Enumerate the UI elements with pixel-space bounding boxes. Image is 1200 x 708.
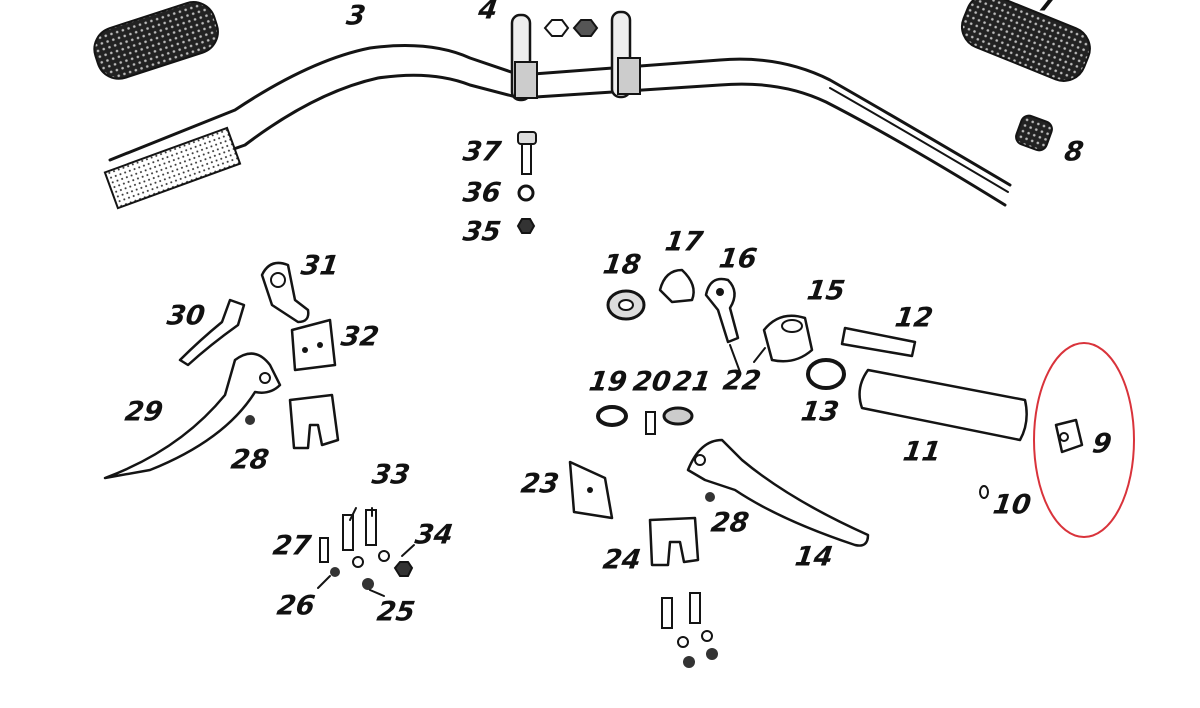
callout-24: 24 (601, 544, 643, 576)
washers-19-21 (596, 405, 694, 435)
callout-12: 12 (893, 302, 935, 334)
callout-21: 21 (671, 366, 713, 398)
callout-25: 25 (375, 596, 417, 628)
callout-7: 7 (1036, 0, 1060, 18)
handlebar (103, 44, 1012, 210)
callout-33: 33 (370, 459, 412, 491)
callout-8: 8 (1062, 136, 1086, 168)
right-switch-assembly (606, 268, 814, 363)
clamp-studs (510, 10, 641, 102)
callout-30: 30 (165, 300, 207, 332)
callout-29: 29 (123, 396, 165, 428)
callout-26: 26 (275, 590, 317, 622)
callout-34: 34 (413, 519, 455, 551)
leader-lines (317, 344, 766, 597)
rubber-ring (806, 358, 846, 390)
left-fasteners (319, 509, 414, 590)
right-lever-assembly (568, 438, 870, 567)
left-lever-assembly (103, 261, 340, 480)
callout-37: 37 (461, 136, 503, 168)
left-grip (93, 1, 219, 80)
callout-28a: 28 (229, 444, 271, 476)
switch-plunger (840, 326, 917, 358)
small-screw (979, 485, 989, 499)
callout-4: 4 (476, 0, 500, 26)
callout-23: 23 (519, 468, 561, 500)
highlight-ellipse (1033, 342, 1135, 538)
callout-22: 22 (721, 365, 763, 397)
callout-16: 16 (717, 243, 759, 275)
callout-28b: 28 (709, 507, 751, 539)
end-cap (1054, 418, 1084, 454)
callout-20: 20 (631, 366, 673, 398)
callout-15: 15 (805, 275, 847, 307)
callout-31: 31 (299, 250, 341, 282)
callout-19: 19 (587, 366, 629, 398)
callout-13: 13 (799, 396, 841, 428)
callout-27: 27 (271, 530, 313, 562)
twist-grip-sleeve (858, 368, 1028, 442)
right-grip (961, 0, 1091, 82)
bolt-washer-nut-center (516, 131, 537, 234)
bottom-fasteners (661, 592, 718, 668)
bar-end-plug (1015, 114, 1053, 152)
callout-32: 32 (339, 321, 381, 353)
callout-3: 3 (344, 0, 368, 32)
callout-14: 14 (793, 541, 835, 573)
callout-36: 36 (461, 177, 503, 209)
callout-18: 18 (601, 249, 643, 281)
callout-10: 10 (991, 489, 1033, 521)
callout-35: 35 (461, 216, 503, 248)
callout-11: 11 (901, 436, 943, 468)
callout-17: 17 (663, 226, 705, 258)
callout-9: 9 (1090, 428, 1114, 460)
